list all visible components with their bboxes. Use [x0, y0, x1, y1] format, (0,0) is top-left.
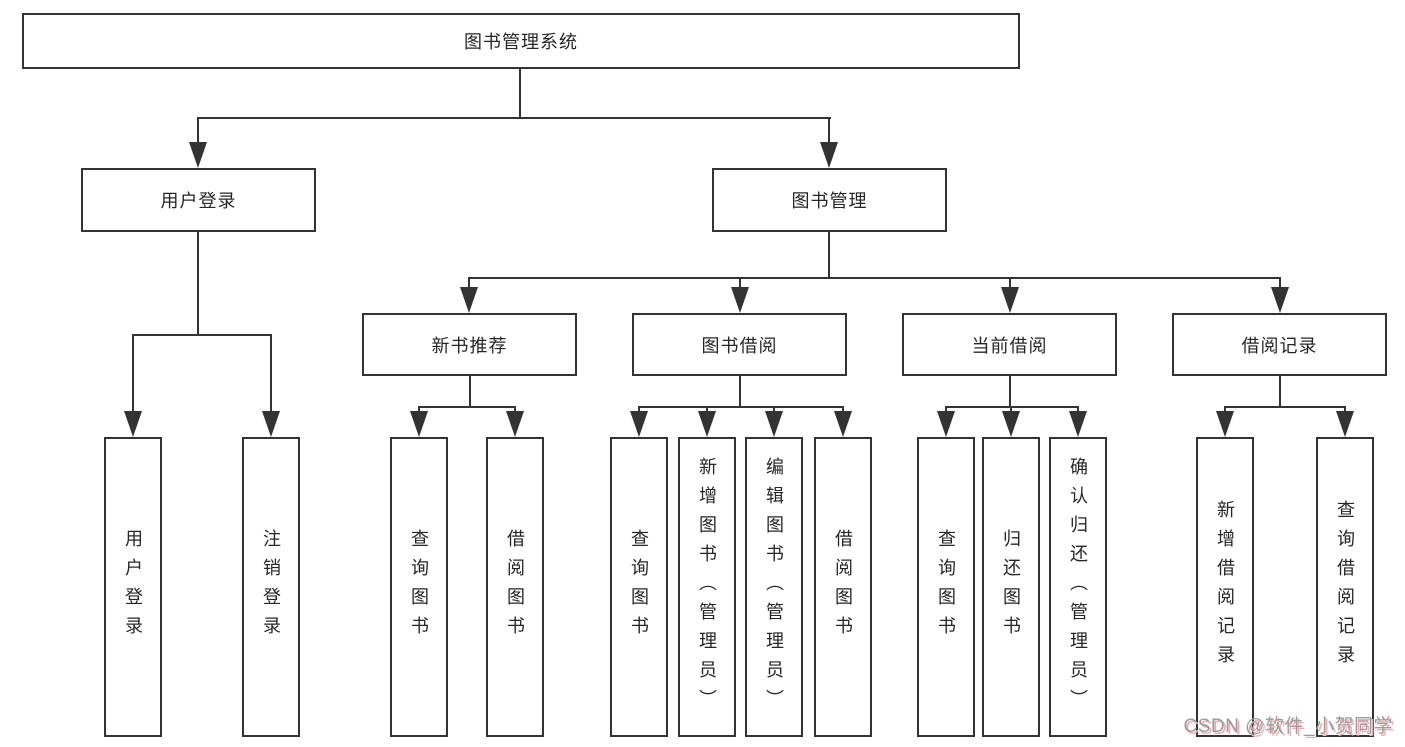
leaf-new-books-borrow: 借阅图书: [486, 437, 544, 737]
connector-arrow-stem: [706, 407, 708, 413]
node-current-borrow: 当前借阅: [902, 313, 1117, 376]
csdn-watermark: CSDN @软件_小贺同学: [1183, 716, 1393, 737]
leaf-user-login: 用户登录: [104, 437, 162, 737]
node-new-book-recommend: 新书推荐: [362, 313, 577, 376]
connector-arrow-stem: [1009, 278, 1011, 290]
leaf-records-query: 查询借阅记录: [1316, 437, 1374, 737]
connector-arrow-stem: [418, 407, 420, 413]
arrow-down-icon: [410, 411, 428, 437]
arrow-down-icon: [834, 411, 852, 437]
connector-level2-bus: [197, 117, 831, 119]
connector-arrow-stem: [514, 407, 516, 413]
connector-root-stem: [519, 67, 521, 119]
connector-new-book-bus: [418, 406, 516, 408]
connector-book-management-stem: [828, 232, 830, 279]
connector-arrow-stem: [1224, 407, 1226, 413]
connector-borrow-records-stem: [1279, 376, 1281, 408]
connector-user-login-bus: [132, 334, 272, 336]
connector-arrow-stem: [739, 278, 741, 290]
node-root: 图书管理系统: [22, 13, 1020, 69]
connector-current-borrow-bus: [945, 406, 1079, 408]
leaf-logout: 注销登录: [242, 437, 300, 737]
leaf-current-return: 归还图书: [982, 437, 1040, 737]
leaf-borrow-edit-admin: 编辑图书（管理员）: [745, 437, 803, 737]
connector-book-borrow-stem: [739, 376, 741, 408]
connector-book-borrow-bus: [638, 406, 844, 408]
connector-borrow-records-bus: [1224, 406, 1346, 408]
arrow-down-icon: [1336, 411, 1354, 437]
connector-arrow-stem: [945, 407, 947, 413]
arrow-down-icon: [820, 142, 838, 168]
connector-current-borrow-stem: [1009, 376, 1011, 408]
node-book-management: 图书管理: [712, 168, 947, 232]
arrow-down-icon: [937, 411, 955, 437]
connector-arrow-stem: [842, 407, 844, 413]
connector-arrow-stem: [828, 118, 830, 146]
arrow-down-icon: [630, 411, 648, 437]
arrow-down-icon: [262, 411, 280, 437]
arrow-down-icon: [765, 411, 783, 437]
arrow-down-icon: [731, 287, 749, 313]
connector-arrow-stem: [1010, 407, 1012, 413]
leaf-current-confirm-admin: 确认归还（管理员）: [1049, 437, 1107, 737]
arrow-down-icon: [1069, 411, 1087, 437]
leaf-borrow-query: 查询图书: [610, 437, 668, 737]
connector-arrow-stem: [1279, 278, 1281, 290]
arrow-down-icon: [1002, 411, 1020, 437]
connector-arrow-stem: [1344, 407, 1346, 413]
arrow-down-icon: [1001, 287, 1019, 313]
connector-arrow-stem: [773, 407, 775, 413]
arrow-down-icon: [460, 287, 478, 313]
connector-arrow-stem: [197, 118, 199, 146]
node-user-login: 用户登录: [81, 168, 316, 232]
leaf-borrow-borrow: 借阅图书: [814, 437, 872, 737]
arrow-down-icon: [506, 411, 524, 437]
connector-arrow-stem: [132, 335, 134, 413]
leaf-current-query: 查询图书: [917, 437, 975, 737]
arrow-down-icon: [1271, 287, 1289, 313]
connector-arrow-stem: [270, 335, 272, 413]
connector-new-book-stem: [469, 376, 471, 408]
connector-arrow-stem: [468, 278, 470, 290]
arrow-down-icon: [1216, 411, 1234, 437]
node-borrow-records: 借阅记录: [1172, 313, 1387, 376]
arrow-down-icon: [124, 411, 142, 437]
node-book-borrow: 图书借阅: [632, 313, 847, 376]
leaf-borrow-add-admin: 新增图书（管理员）: [678, 437, 736, 737]
leaf-records-add: 新增借阅记录: [1196, 437, 1254, 737]
arrow-down-icon: [698, 411, 716, 437]
connector-user-login-stem: [197, 232, 199, 336]
connector-level3-bus: [468, 277, 1281, 279]
connector-arrow-stem: [638, 407, 640, 413]
leaf-new-books-query: 查询图书: [390, 437, 448, 737]
arrow-down-icon: [189, 142, 207, 168]
connector-arrow-stem: [1077, 407, 1079, 413]
